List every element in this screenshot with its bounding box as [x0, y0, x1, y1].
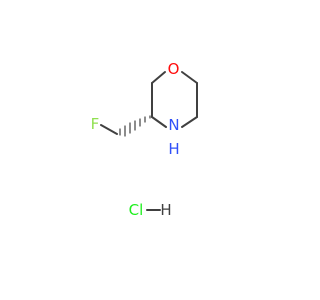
- hcl-salt: Cl H: [129, 201, 172, 219]
- molecule-structure: O N H F Cl H: [91, 60, 198, 219]
- bond-n-c-left: [151, 116, 167, 128]
- bond-c-n-right: [181, 116, 198, 128]
- atom-fluorine: F: [91, 115, 100, 133]
- bond-c-o-left: [151, 71, 166, 84]
- atom-nitrogen: N: [168, 116, 179, 134]
- hashed-wedge-bond: [119, 115, 151, 137]
- atom-oxygen: O: [168, 60, 180, 78]
- atom-hydrogen-on-nitrogen: H: [168, 140, 179, 158]
- bond-o-c-right: [181, 71, 198, 84]
- bond-c-f: [100, 124, 118, 135]
- atom-chlorine: Cl: [129, 201, 144, 219]
- atom-hydrogen-salt: H: [160, 201, 171, 219]
